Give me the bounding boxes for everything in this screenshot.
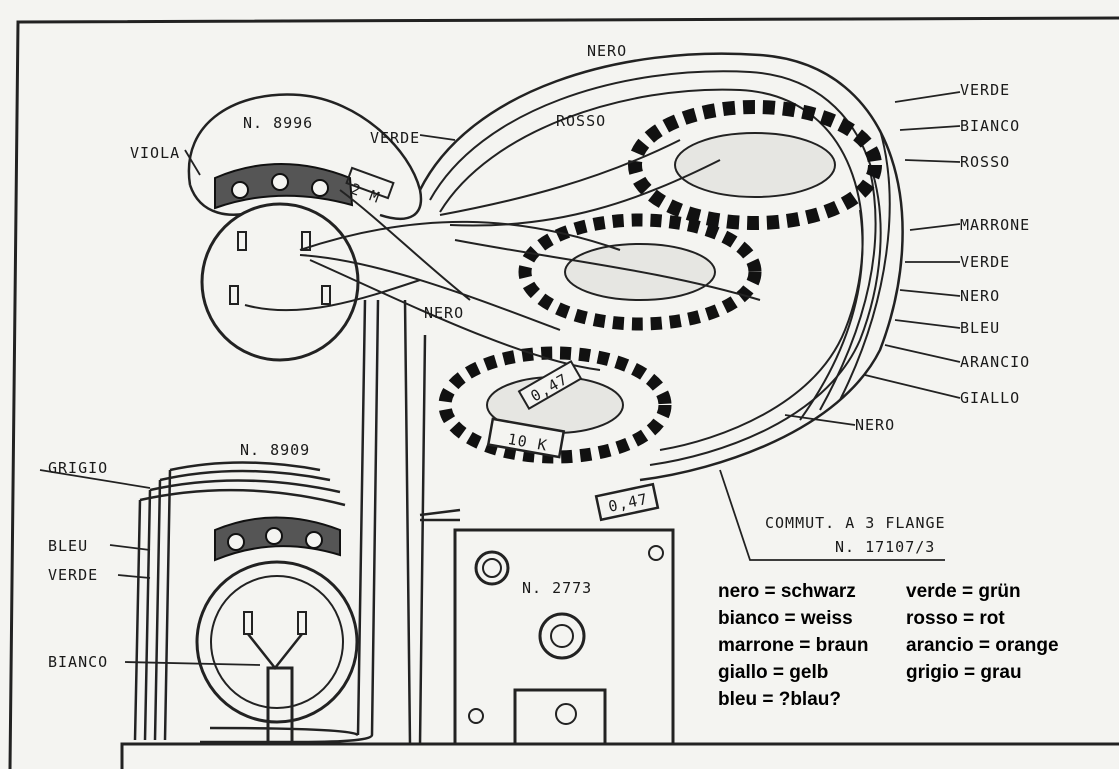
legend-entry: giallo = gelb xyxy=(718,662,829,683)
legend-row: bianco = weiss rosso = rot xyxy=(718,605,1059,632)
legend-row: marrone = braun arancio = orange xyxy=(718,632,1059,659)
label-wire-giallo: GIALLO xyxy=(960,389,1020,407)
label-wire-rosso: ROSSO xyxy=(960,153,1010,171)
label-wire-bianco-left: BIANCO xyxy=(48,653,108,671)
capacitor-047 xyxy=(594,482,660,522)
label-wire-bleu: BLEU xyxy=(960,319,1000,337)
resistor-10k xyxy=(486,417,566,459)
label-wire-nero-mid: NERO xyxy=(424,304,464,322)
label-box-2773: N. 2773 xyxy=(522,579,592,597)
label-wire-verde-left: VERDE xyxy=(48,566,98,584)
label-pot-8996: N. 8996 xyxy=(243,114,313,132)
chassis-bottom-plate xyxy=(120,742,1119,769)
legend-entry: marrone = braun xyxy=(718,635,869,656)
label-wire-bleu-left: BLEU xyxy=(48,537,88,555)
legend-entry: grigio = grau xyxy=(906,662,1022,683)
legend-entry: nero = schwarz xyxy=(718,581,856,602)
component-box-2773 xyxy=(453,528,675,746)
color-translation-legend: nero = schwarz verde = grün bianco = wei… xyxy=(718,578,1059,713)
label-wire-rosso-top: ROSSO xyxy=(556,112,606,130)
label-wire-verde-top: VERDE xyxy=(370,129,420,147)
label-switch-caption: COMMUT. A 3 FLANGE xyxy=(765,514,946,532)
label-wire-nero-top: NERO xyxy=(587,42,627,60)
potentiometer-8909 xyxy=(133,461,359,746)
label-switch-number: N. 17107/3 xyxy=(835,538,935,556)
label-wire-arancio: ARANCIO xyxy=(960,353,1030,371)
label-wire-verde-1: VERDE xyxy=(960,81,1010,99)
capacitor-047-b xyxy=(517,359,583,411)
chassis-outline xyxy=(8,16,1119,769)
label-resistor-2m: 2 M xyxy=(348,180,382,207)
vertical-cable-bundle xyxy=(356,299,427,746)
label-wire-viola: VIOLA xyxy=(130,144,180,162)
legend-row: nero = schwarz verde = grün xyxy=(718,578,1059,605)
legend-entry: bianco = weiss xyxy=(718,608,853,629)
label-wire-verde-2: VERDE xyxy=(960,253,1010,271)
legend-row: giallo = gelb grigio = grau xyxy=(718,659,1059,686)
legend-entry: bleu = ?blau? xyxy=(718,689,841,710)
legend-entry: arancio = orange xyxy=(906,635,1059,656)
legend-entry: verde = grün xyxy=(906,581,1021,602)
label-wire-bianco: BIANCO xyxy=(960,117,1020,135)
label-pot-8909: N. 8909 xyxy=(240,441,310,459)
potentiometer-8996 xyxy=(187,93,423,362)
legend-entry: rosso = rot xyxy=(906,608,1005,629)
label-wire-nero-1: NERO xyxy=(960,287,1000,305)
label-wire-marrone: MARRONE xyxy=(960,216,1030,234)
label-wire-nero-2: NERO xyxy=(855,416,895,434)
label-wire-grigio: GRIGIO xyxy=(48,459,108,477)
legend-row: bleu = ?blau? xyxy=(718,686,1059,713)
